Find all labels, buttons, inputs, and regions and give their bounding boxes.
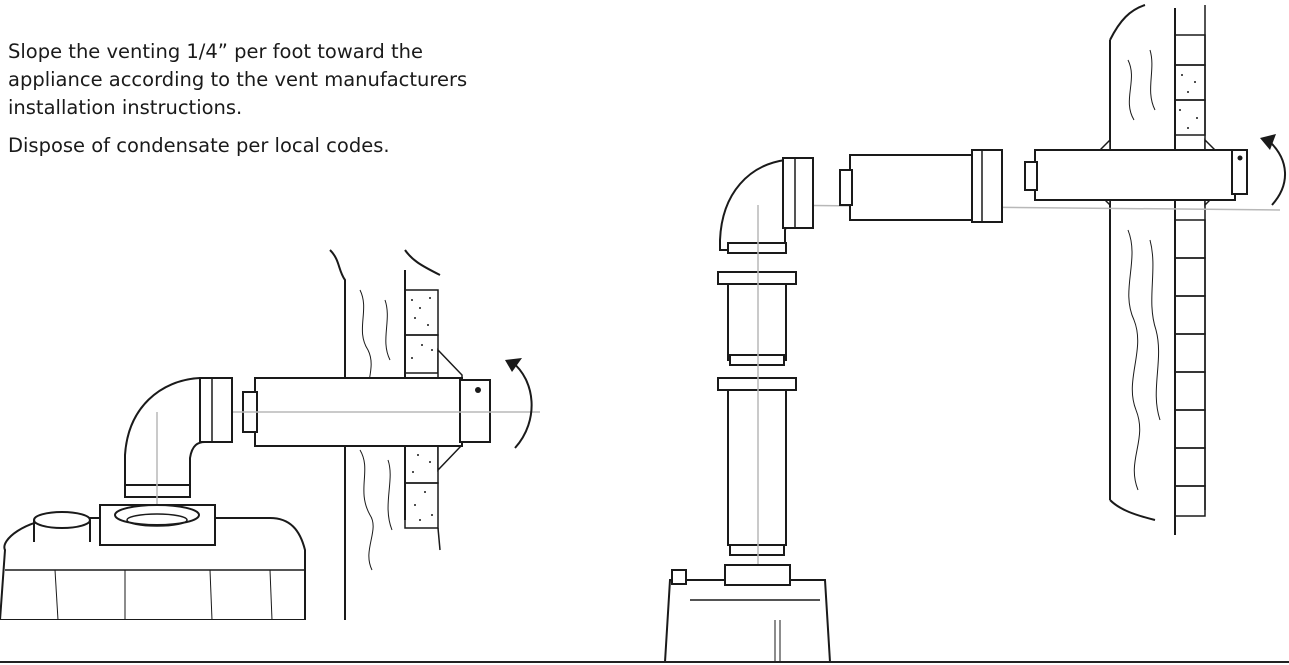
elbow-fitting (719, 157, 814, 254)
vertical-extension-pipes (717, 205, 797, 600)
horizontal-extension-pipe (839, 149, 1003, 223)
horizontal-vent-through-wall-illustration (0, 249, 540, 620)
instruction-text: Slope the venting 1/4” per foot toward t… (8, 38, 478, 170)
rotation-arrow-icon (1260, 134, 1286, 206)
bottom-rule (0, 661, 1289, 663)
slope-instruction: Slope the venting 1/4” per foot toward t… (8, 40, 468, 119)
horizontal-vent-pipe (150, 377, 540, 447)
vertical-extension-vent-through-wall-illustration (663, 4, 1286, 662)
wall-section (1094, 4, 1221, 535)
appliance-body (663, 564, 832, 662)
elbow-fitting (124, 376, 233, 510)
appliance-body (0, 504, 306, 620)
rotation-arrow-icon (505, 358, 533, 449)
horizontal-terminal-pipe (759, 149, 1281, 211)
condensate-instruction: Dispose of condensate per local codes. (8, 134, 390, 157)
